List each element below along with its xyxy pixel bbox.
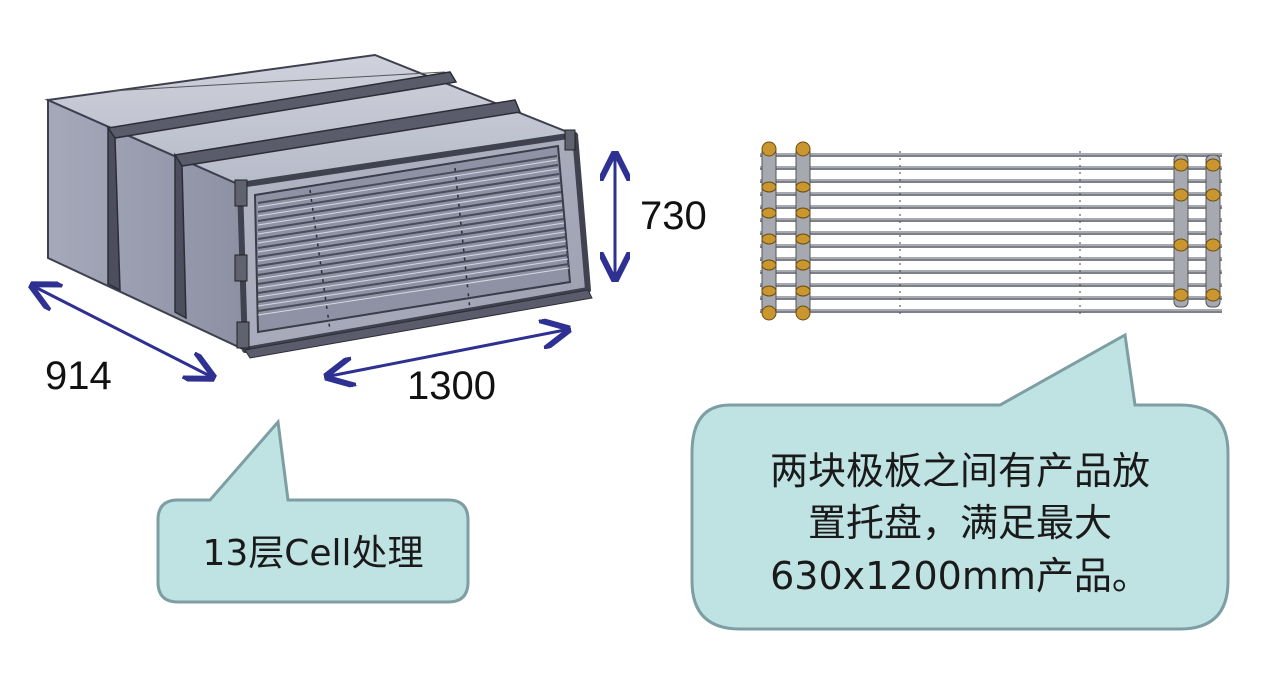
hinge — [236, 321, 250, 349]
tray-rods — [760, 153, 1222, 313]
callout-tray-line3: 630x1200mm产品。 — [770, 554, 1150, 598]
hinge — [234, 254, 248, 282]
callout-layers-bubble — [156, 418, 470, 604]
depth-label: 914 — [45, 354, 112, 398]
depth-arrow — [35, 287, 210, 376]
tray-post — [1205, 154, 1221, 308]
callout-tray-line2: 置托盘，满足最大 — [807, 501, 1112, 545]
tray-post — [1173, 154, 1189, 308]
height-label: 730 — [640, 194, 707, 238]
box-illustration — [44, 53, 593, 359]
width-arrow — [330, 330, 565, 376]
callout-layers-text: 13层Cell处理 — [202, 533, 424, 574]
dimension-arrows — [0, 0, 700, 400]
width-label: 1300 — [407, 364, 496, 408]
callout-tray-bubble — [690, 332, 1230, 631]
box-plates — [257, 155, 570, 312]
tray-illustration — [760, 141, 1222, 321]
hinge — [564, 129, 576, 151]
callout-tray-line1: 两块极板之间有产品放 — [769, 449, 1150, 493]
hinge — [234, 179, 248, 207]
